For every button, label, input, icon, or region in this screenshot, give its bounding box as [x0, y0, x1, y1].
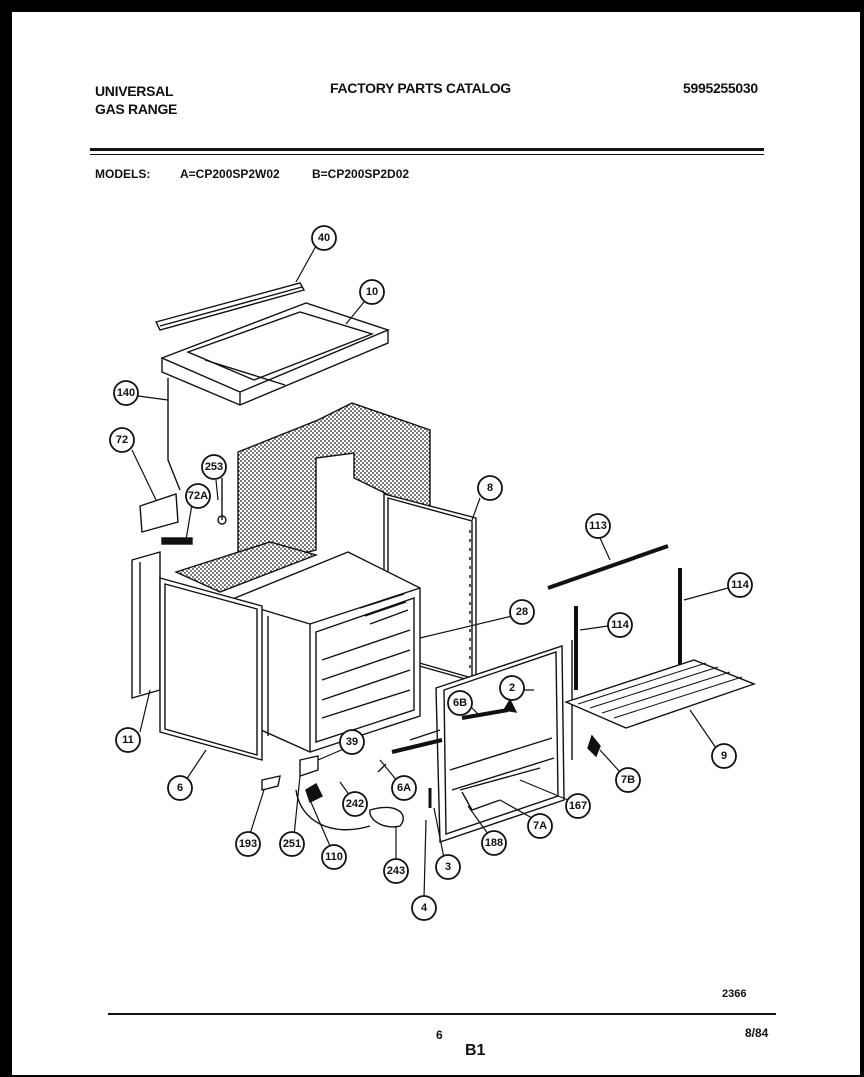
svg-text:39: 39 [346, 736, 358, 748]
callout-40: 40 [311, 225, 337, 251]
page-number: 6 [436, 1028, 443, 1042]
svg-text:7B: 7B [621, 774, 635, 786]
svg-text:10: 10 [366, 286, 378, 298]
left-side-panel [159, 577, 263, 761]
svg-text:8: 8 [487, 482, 493, 494]
callout-251: 251 [279, 831, 305, 857]
callout-3: 3 [435, 854, 461, 880]
svg-text:251: 251 [283, 838, 301, 850]
svg-text:7A: 7A [533, 820, 547, 832]
svg-text:40: 40 [318, 232, 330, 244]
callout-114-left: 114 [607, 612, 633, 638]
callout-6a: 6A [391, 775, 417, 801]
callout-253: 253 [201, 454, 227, 480]
callout-39: 39 [339, 729, 365, 755]
svg-text:28: 28 [516, 606, 528, 618]
brand-line-2: GAS RANGE [95, 101, 178, 117]
callout-243: 243 [383, 858, 409, 884]
svg-text:6B: 6B [453, 697, 467, 709]
callout-9: 9 [711, 743, 737, 769]
callout-72: 72 [109, 427, 135, 453]
catalog-title: FACTORY PARTS CATALOG [330, 80, 511, 96]
revision-date: 8/84 [745, 1026, 769, 1040]
svg-text:114: 114 [731, 579, 750, 591]
svg-text:243: 243 [387, 865, 405, 877]
section-code: B1 [465, 1042, 486, 1059]
model-b: B=CP200SP2D02 [312, 167, 410, 181]
svg-text:113: 113 [589, 520, 607, 532]
callout-8-right: 8 [477, 475, 503, 501]
callout-6-left: 6 [167, 775, 193, 801]
svg-text:11: 11 [122, 734, 134, 746]
trim-strip [547, 544, 669, 590]
svg-text:188: 188 [485, 837, 503, 849]
svg-text:4: 4 [421, 902, 428, 914]
svg-text:72A: 72A [188, 490, 208, 502]
svg-text:114: 114 [611, 619, 630, 631]
svg-text:2: 2 [509, 682, 515, 694]
svg-text:6A: 6A [397, 782, 411, 794]
models-label: MODELS: [95, 167, 151, 181]
callout-242: 242 [342, 791, 368, 817]
svg-text:110: 110 [325, 851, 343, 863]
callout-167: 167 [565, 793, 591, 819]
callout-7b: 7B [615, 767, 641, 793]
svg-text:9: 9 [721, 750, 727, 762]
callout-72a: 72A [185, 483, 211, 509]
callout-114-right: 114 [727, 572, 753, 598]
svg-text:72: 72 [116, 434, 128, 446]
svg-text:6: 6 [177, 782, 183, 794]
callout-10: 10 [359, 279, 385, 305]
callout-7a: 7A [527, 813, 553, 839]
callout-110: 110 [321, 844, 347, 870]
callout-11: 11 [115, 727, 141, 753]
callout-4: 4 [411, 895, 437, 921]
callout-188: 188 [481, 830, 507, 856]
footer-rule [108, 1013, 776, 1015]
callout-6b: 6B [447, 690, 473, 716]
callout-193: 193 [235, 831, 261, 857]
svg-text:193: 193 [239, 838, 257, 850]
leader-lines [131, 245, 729, 899]
header-rule-top [90, 148, 764, 151]
brand-line-1: UNIVERSAL [95, 83, 174, 99]
drawing-number: 2366 [722, 988, 747, 1000]
svg-text:140: 140 [117, 387, 135, 399]
svg-text:253: 253 [205, 461, 223, 473]
svg-text:242: 242 [346, 798, 364, 810]
callout-113: 113 [585, 513, 611, 539]
catalog-number: 5995255030 [683, 80, 758, 96]
callout-140: 140 [113, 380, 139, 406]
callout-28: 28 [509, 599, 535, 625]
svg-text:167: 167 [569, 800, 587, 812]
header-rule-bottom [90, 154, 764, 155]
callout-2: 2 [499, 675, 525, 701]
model-a: A=CP200SP2W02 [180, 167, 280, 181]
svg-text:3: 3 [445, 861, 451, 873]
